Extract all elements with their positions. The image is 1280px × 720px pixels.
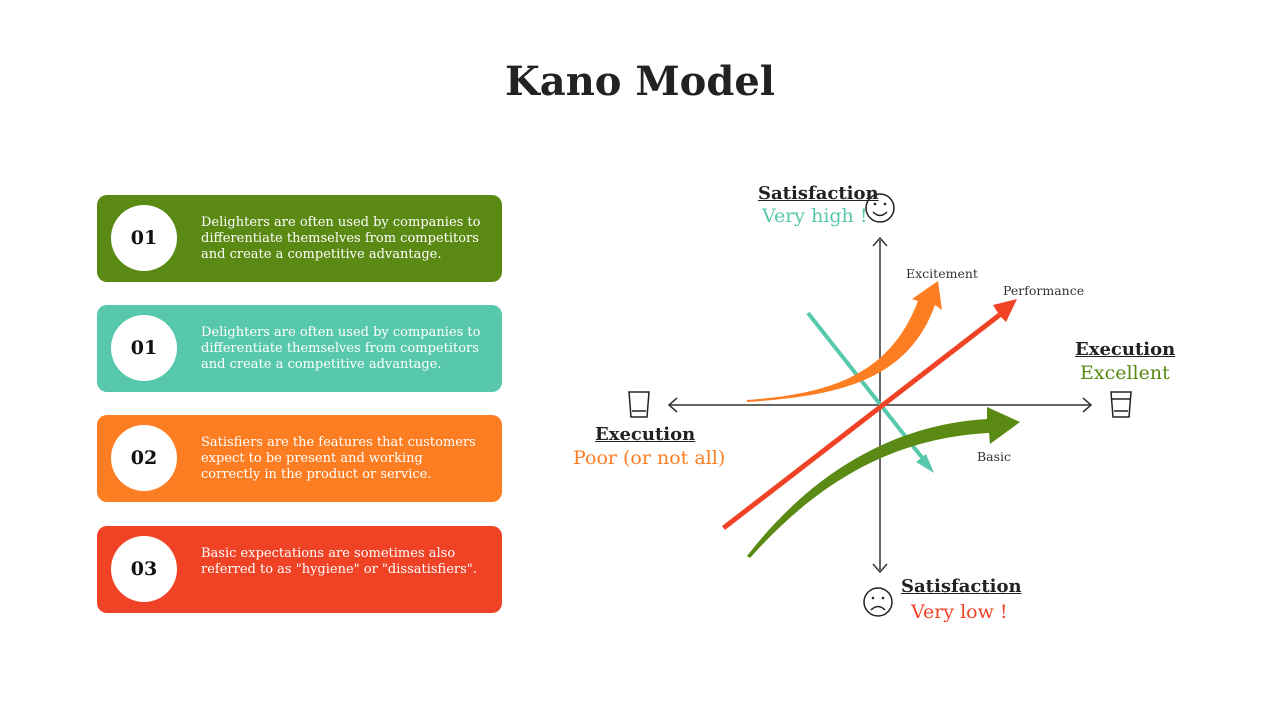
performance-label: Performance [1003,283,1085,298]
right-axis-title: Execution [1075,339,1176,360]
top-axis-subtitle: Very high ! [762,205,868,227]
basic-label: Basic [977,449,1012,464]
frown-icon [863,587,893,617]
axis-arrow-right [1082,397,1093,413]
excitement-label: Excitement [906,266,978,281]
card-number: 01 [111,205,177,271]
card-text: Satisfiers are the features that custome… [201,435,476,482]
card-text: Delighters are often used by companies t… [201,215,481,262]
axis-arrow-up [872,236,888,247]
card-delighters-1: 01 Delighters are often used by companie… [97,195,502,282]
left-axis-title: Execution [595,424,696,445]
bottom-axis-title: Satisfaction [901,576,1022,597]
performance-arrow [722,299,1017,530]
kano-chart-svg [628,193,1132,617]
card-satisfiers: 02 Satisfiers are the features that cust… [97,415,502,502]
right-axis-subtitle: Excellent [1080,362,1170,384]
card-number: 02 [111,425,177,491]
card-text: Basic expectations are sometimes also re… [201,546,477,577]
card-basic: 03 Basic expectations are sometimes also… [97,526,502,613]
smiley-icon [865,193,895,223]
empty-glass-icon [628,391,650,418]
top-axis-title: Satisfaction [758,183,879,204]
card-text: Delighters are often used by companies t… [201,325,481,372]
card-delighters-2: 01 Delighters are often used by companie… [97,305,502,392]
card-number: 01 [111,315,177,381]
basic-arrow [747,407,1020,558]
excitement-arrow [747,281,942,402]
teal-line [806,311,926,462]
teal-arrowhead [916,454,934,473]
bottom-axis-subtitle: Very low ! [911,601,1008,623]
kano-diagram: Satisfaction Very high ! Satisfaction Ve… [560,170,1200,640]
axis-arrow-down [872,563,888,574]
axis-arrow-left [667,397,678,413]
page-title: Kano Model [505,58,775,105]
full-glass-icon [1110,391,1132,418]
left-axis-subtitle: Poor (or not all) [573,447,726,469]
card-number: 03 [111,536,177,602]
